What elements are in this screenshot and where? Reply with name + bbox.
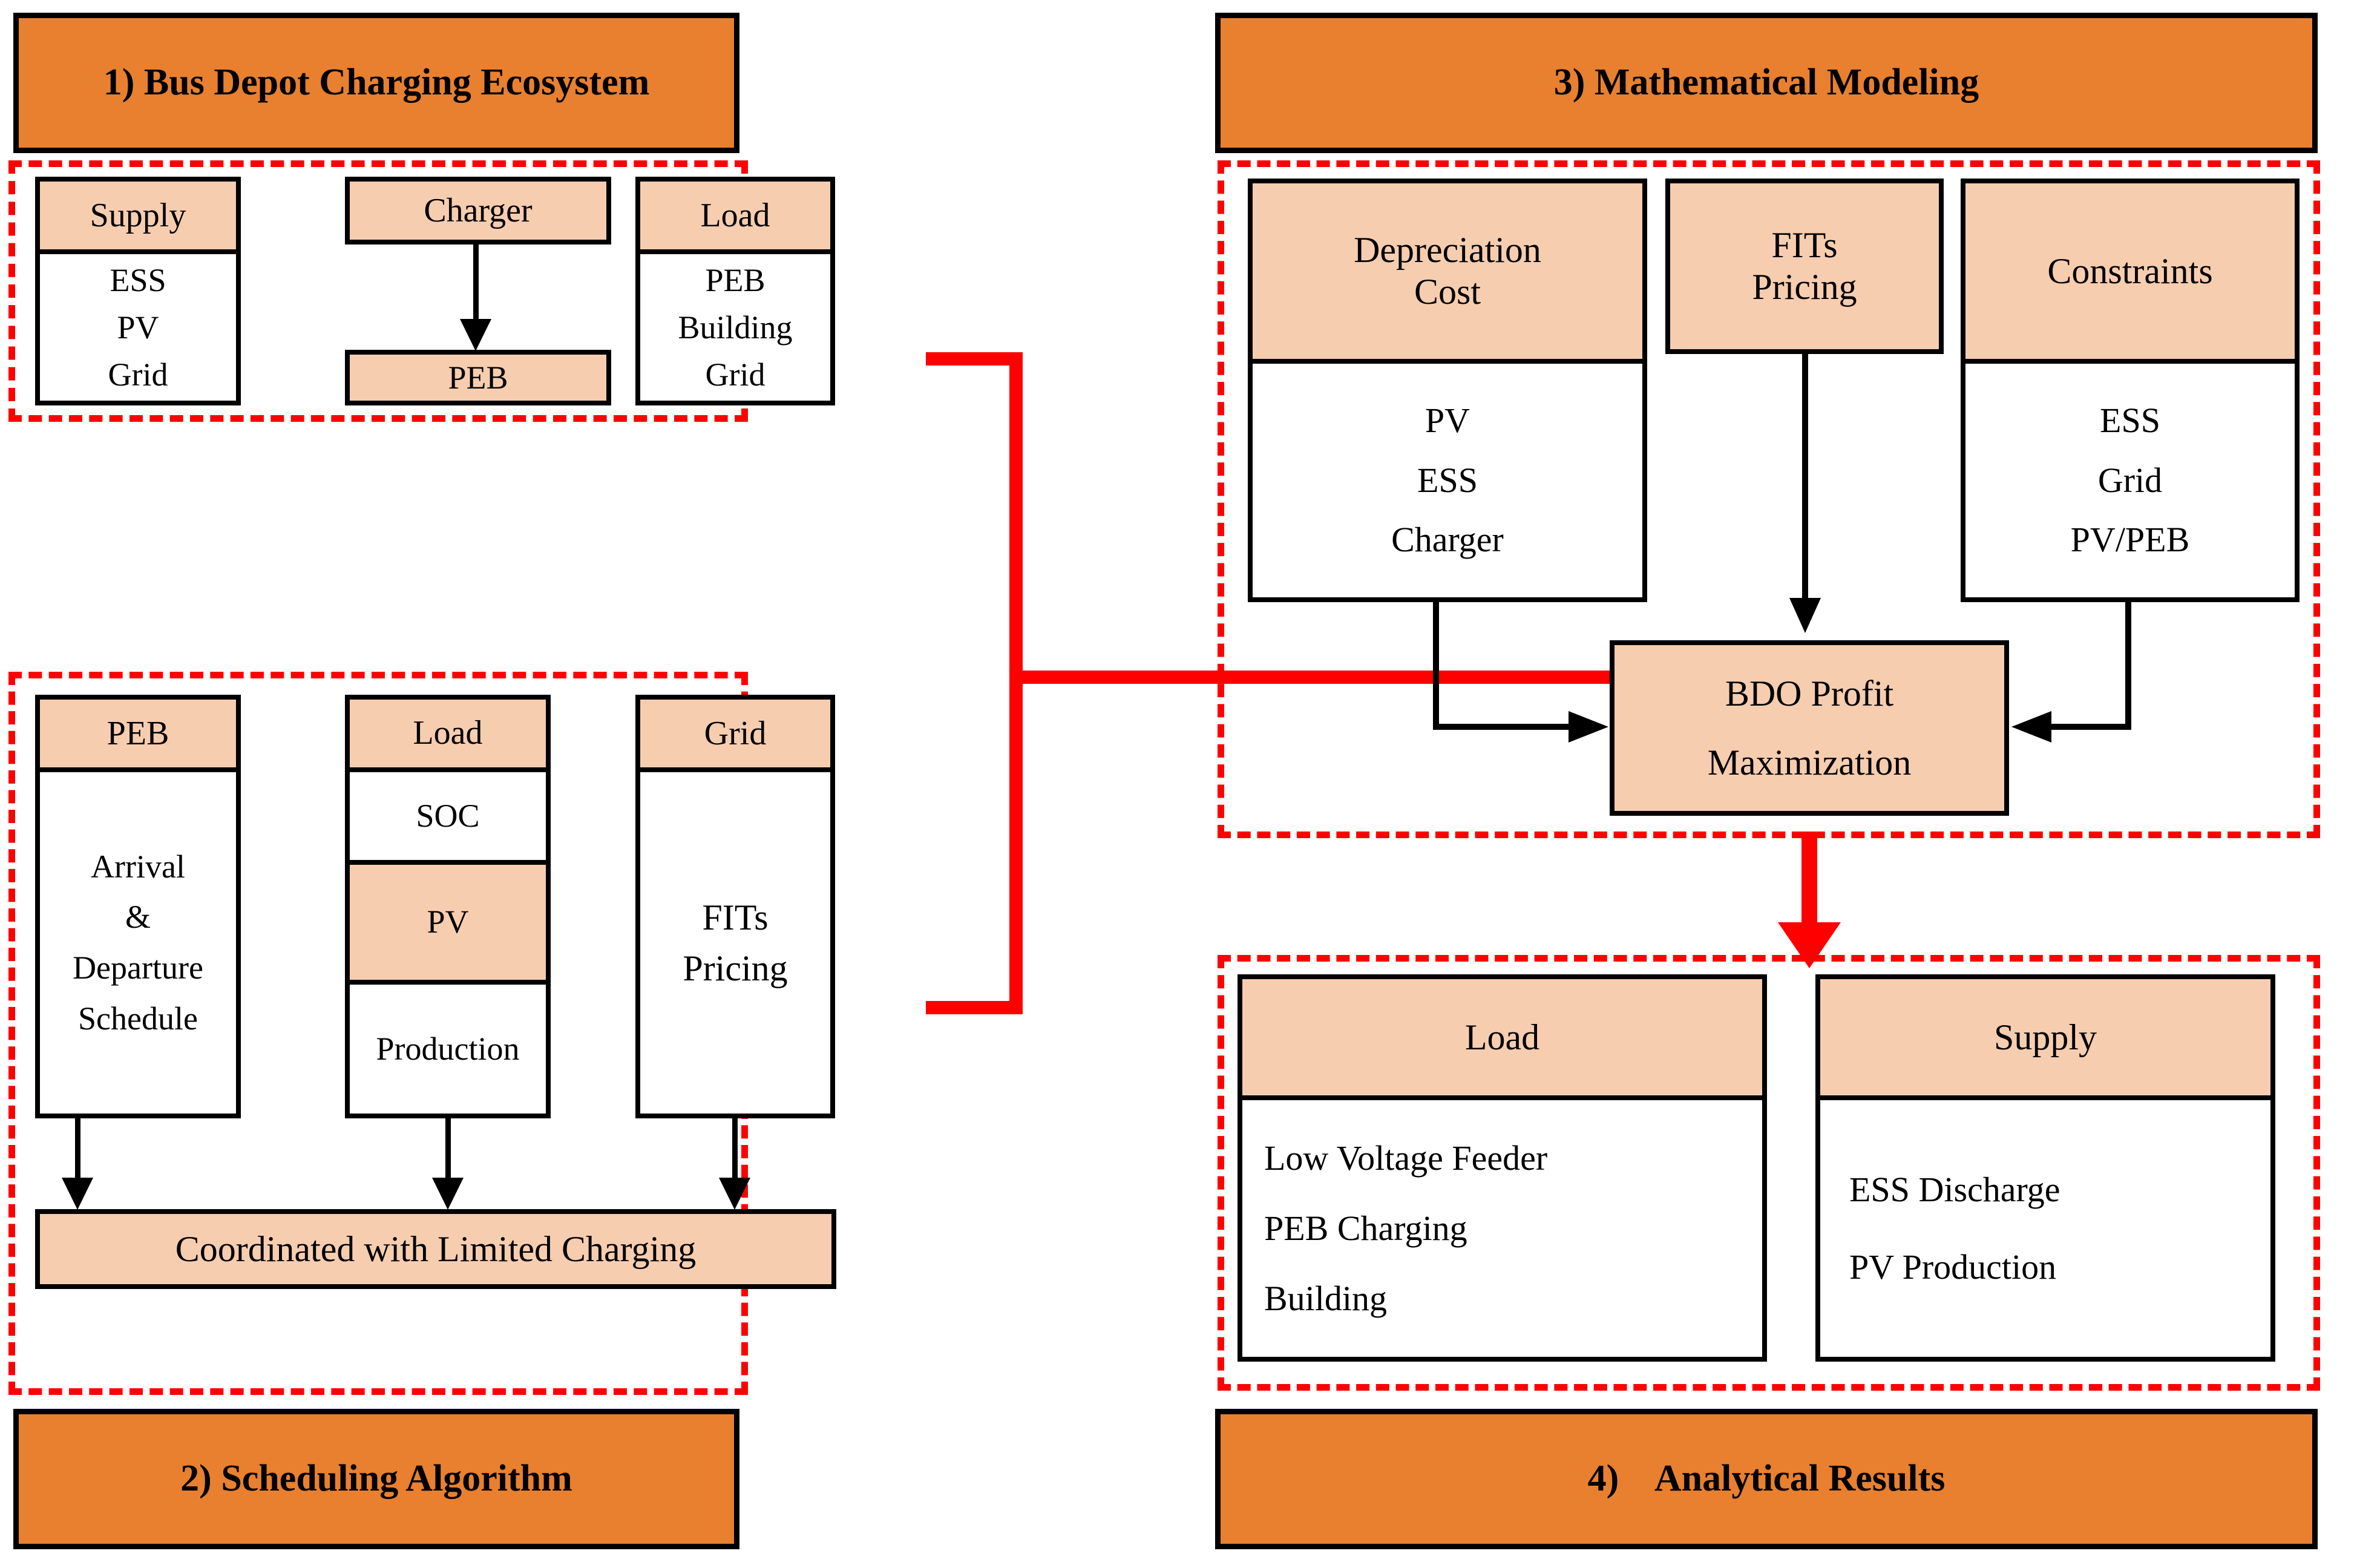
- panel4-supply-header: Supply: [1820, 979, 2270, 1100]
- list-item: Building: [678, 309, 793, 346]
- list-item: PEB: [705, 261, 765, 298]
- list-item: Schedule: [78, 1000, 198, 1037]
- panel1-charger-label: Charger: [424, 191, 533, 229]
- panel1-peb-box: PEB: [345, 350, 611, 405]
- list-item: ESS: [2100, 401, 2160, 441]
- panel2-grid-body: FITs Pricing: [640, 772, 830, 1114]
- list-item: Grid: [705, 356, 765, 393]
- panel4-supply-body: ESS Discharge PV Production: [1820, 1100, 2270, 1357]
- list-item: Arrival: [91, 848, 185, 885]
- list-item: Charger: [1391, 520, 1504, 560]
- panel1-supply-body: ESS PV Grid: [40, 254, 236, 401]
- panel4-supply-card: Supply ESS Discharge PV Production: [1815, 974, 2275, 1362]
- peb-to-result-line: [75, 1118, 80, 1182]
- panel4-dashed-frame: [1218, 955, 2320, 1391]
- load-to-result-line: [445, 1118, 451, 1182]
- panel4-load-header: Load: [1242, 979, 1762, 1100]
- panel3-title-bar: 3) Mathematical Modeling: [1215, 13, 2318, 153]
- list-item: Departure: [73, 950, 203, 986]
- panel3-fits-box: FITs Pricing: [1665, 179, 1944, 354]
- list-item: ESS Discharge: [1849, 1170, 2060, 1210]
- panel3-depreciation-body: PV ESS Charger: [1253, 364, 1642, 597]
- list-item: Building: [1264, 1279, 1388, 1318]
- panel4-load-body: Low Voltage Feeder PEB Charging Building: [1242, 1100, 1762, 1357]
- panel2-load-soc: SOC: [350, 772, 546, 865]
- panel2-grid-header: Grid: [640, 700, 830, 772]
- panel1-peb-label: PEB: [448, 359, 508, 396]
- panel3-constraints-header: Constraints: [1965, 183, 2295, 364]
- grid-to-result-line: [732, 1118, 738, 1182]
- panel3-dashed-frame: [1218, 160, 2320, 838]
- list-item: &: [125, 899, 151, 936]
- panel2-peb-body: Arrival & Departure Schedule: [40, 772, 236, 1114]
- list-item: PEB Charging: [1264, 1209, 1467, 1248]
- list-item: ESS: [1417, 460, 1478, 500]
- panel2-load-production: Production: [350, 985, 546, 1114]
- list-item: Grid: [108, 356, 168, 393]
- panel3-title-text: 3) Mathematical Modeling: [1553, 62, 1979, 103]
- charger-to-peb-line: [473, 244, 479, 323]
- panel2-load-card: Load SOC PV Production: [345, 695, 551, 1118]
- list-item: PV Production: [1849, 1247, 2057, 1287]
- header-line-1: Depreciation: [1354, 230, 1541, 270]
- panel3-depreciation-card: Depreciation Cost PV ESS Charger: [1248, 179, 1647, 602]
- panel3-constraints-card: Constraints ESS Grid PV/PEB: [1961, 179, 2300, 602]
- panel2-title-text: 2) Scheduling Algorithm: [180, 1458, 572, 1500]
- panel1-load-card: Load PEB Building Grid: [635, 177, 835, 405]
- panel1-supply-header: Supply: [40, 182, 236, 254]
- panel1-load-body: PEB Building Grid: [640, 254, 830, 401]
- list-item: PV: [1424, 401, 1470, 441]
- panel1-load-header: Load: [640, 182, 830, 254]
- panel1-charger-box: Charger: [345, 177, 611, 244]
- list-item: Low Voltage Feeder: [1264, 1138, 1548, 1178]
- panel4-title-bar: 4) Analytical Results: [1215, 1409, 2318, 1549]
- panel2-load-pv: PV: [350, 865, 546, 985]
- objective-line-2: Maximization: [1707, 743, 1912, 782]
- objective-line-1: BDO Profit: [1725, 674, 1894, 713]
- fits-line-2: Pricing: [1752, 267, 1857, 307]
- panel4-load-card: Load Low Voltage Feeder PEB Charging Bui…: [1238, 974, 1767, 1362]
- panel1-title-text: 1) Bus Depot Charging Ecosystem: [103, 62, 650, 103]
- panel3-objective-box: BDO Profit Maximization: [1610, 640, 2009, 816]
- panel3-constraints-body: ESS Grid PV/PEB: [1965, 364, 2295, 597]
- list-item: ESS: [110, 261, 166, 298]
- list-item: PV: [117, 309, 159, 346]
- panel2-peb-header: PEB: [40, 700, 236, 772]
- list-item: Pricing: [683, 948, 788, 988]
- header-line-2: Cost: [1414, 272, 1481, 312]
- list-item: Grid: [2097, 460, 2163, 500]
- panel3-depreciation-header: Depreciation Cost: [1253, 183, 1642, 364]
- panel1-supply-card: Supply ESS PV Grid: [35, 177, 241, 405]
- list-item: PV/PEB: [2070, 520, 2190, 560]
- panel2-result-box: Coordinated with Limited Charging: [35, 1209, 836, 1289]
- panel2-title-bar: 2) Scheduling Algorithm: [13, 1409, 739, 1549]
- panel2-peb-card: PEB Arrival & Departure Schedule: [35, 695, 241, 1118]
- panel2-load-header: Load: [350, 700, 546, 772]
- list-item: FITs: [702, 897, 769, 937]
- fits-line-1: FITs: [1771, 225, 1838, 265]
- panel2-grid-card: Grid FITs Pricing: [635, 695, 835, 1118]
- panel2-result-label: Coordinated with Limited Charging: [175, 1228, 697, 1269]
- panel4-title-text: 4) Analytical Results: [1587, 1458, 1946, 1500]
- panel1-title-bar: 1) Bus Depot Charging Ecosystem: [13, 13, 739, 153]
